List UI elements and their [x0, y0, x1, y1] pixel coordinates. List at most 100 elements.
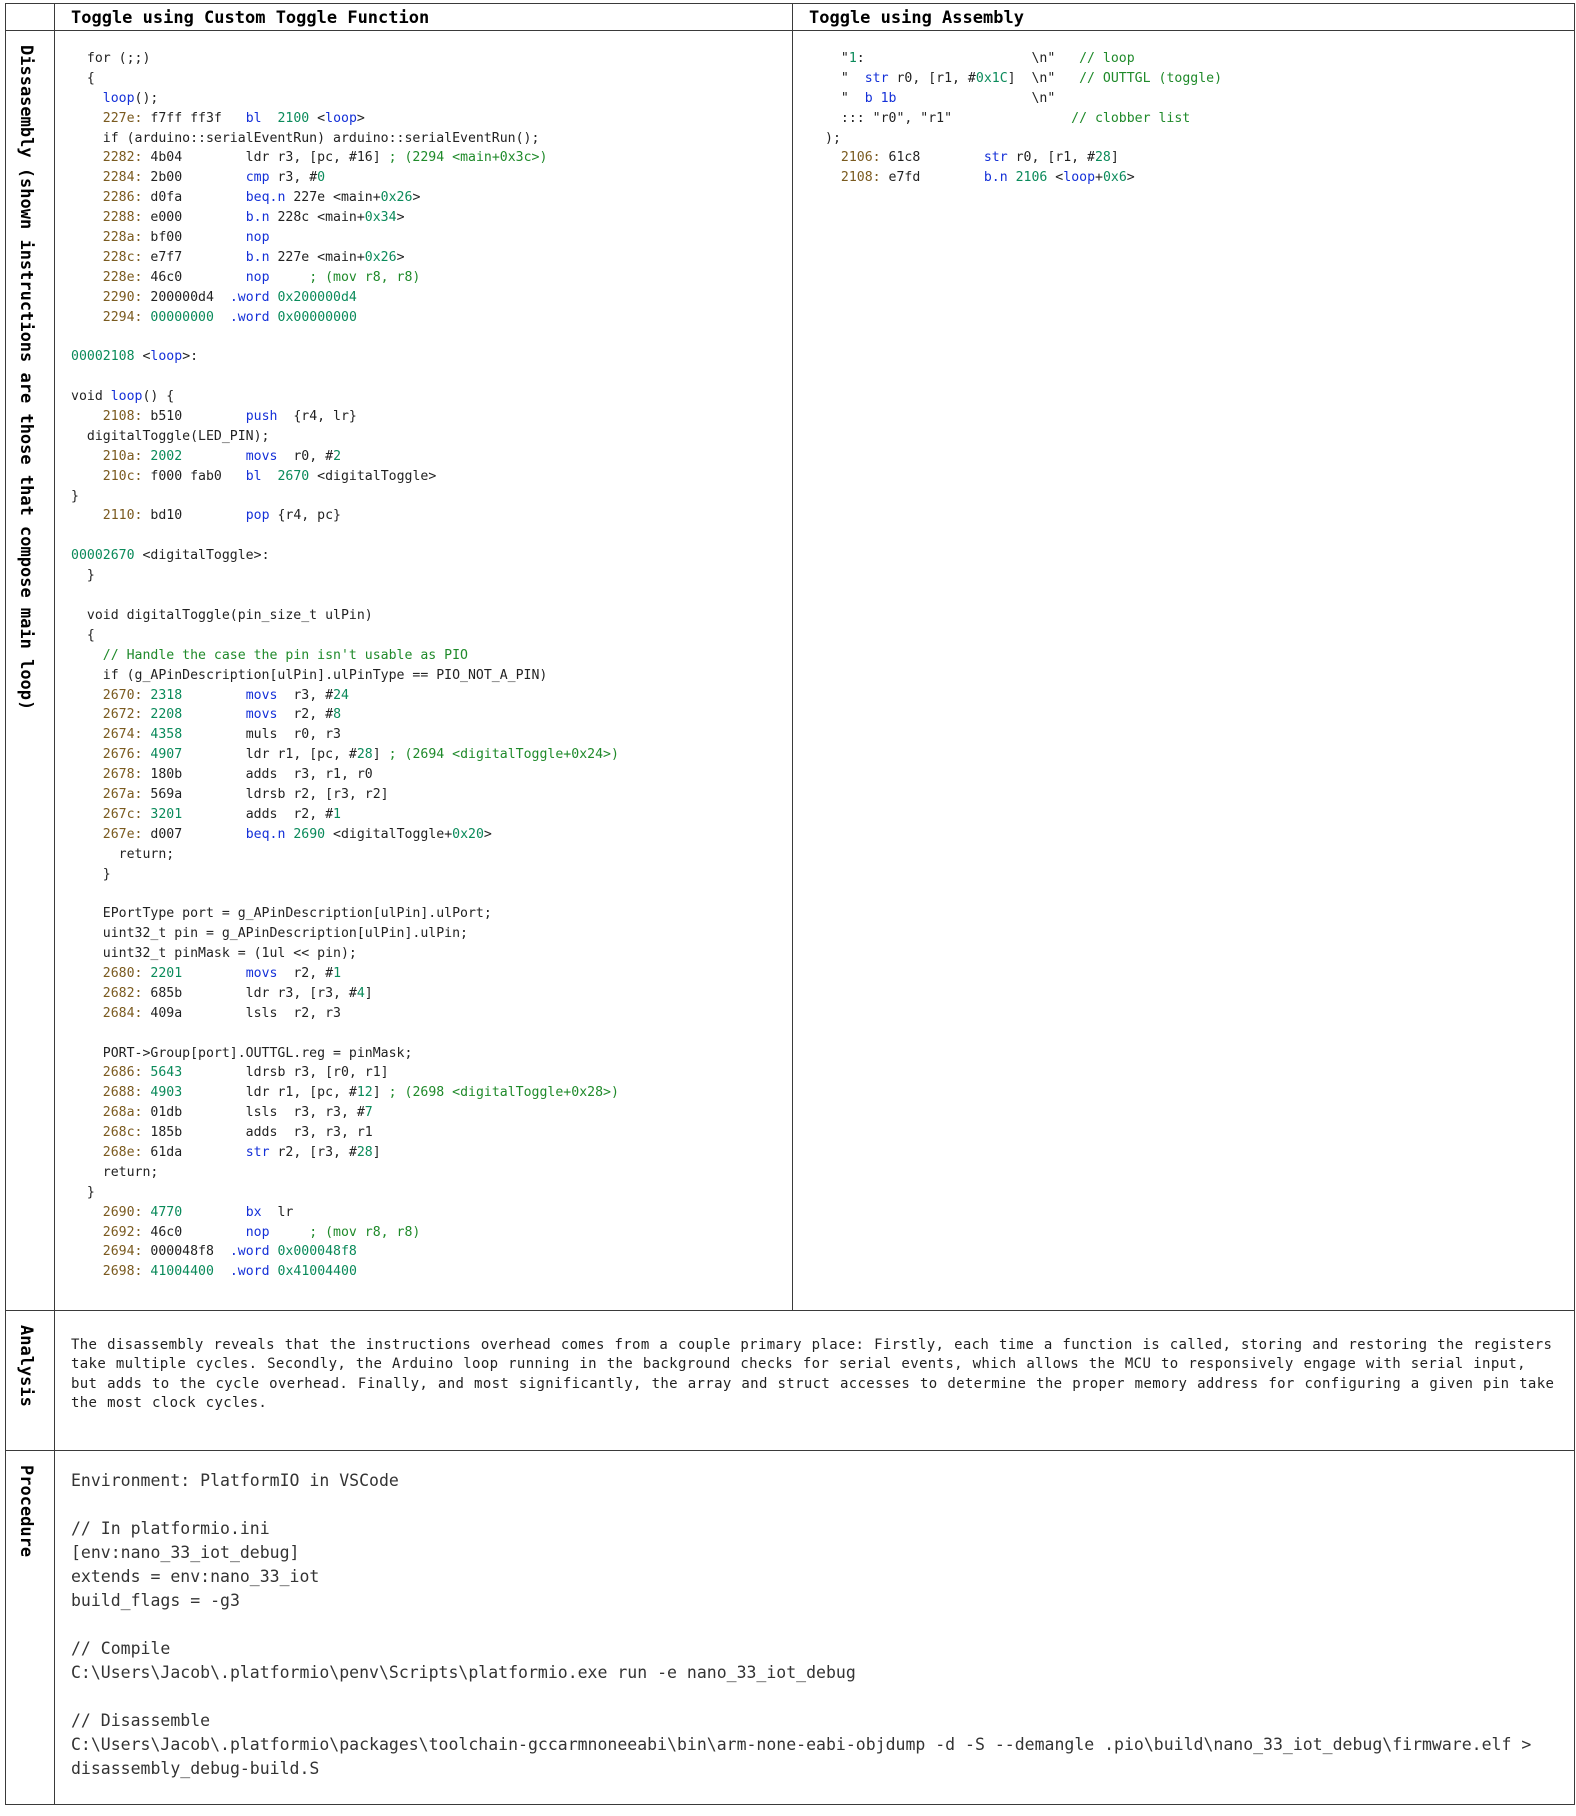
- code-token: nop: [245, 269, 270, 285]
- code-token: bf00: [142, 230, 246, 246]
- procedure-line: C:\Users\Jacob\.platformio\packages\tool…: [71, 1735, 1532, 1754]
- code-token: [71, 707, 103, 722]
- code-token: 2690: [293, 826, 326, 842]
- code-token: 2286:: [102, 190, 143, 206]
- code-token: 2294:: [102, 309, 143, 325]
- code-token: 2b00: [142, 170, 246, 186]
- code-token: [270, 310, 278, 325]
- code-token: [71, 409, 103, 424]
- code-line: 2288: e000 b.n 228c <main+0x34>: [71, 208, 792, 228]
- code-token: 4907: [150, 747, 183, 763]
- code-token: 2106:: [840, 150, 881, 166]
- code-token: }: [71, 568, 95, 584]
- code-token: 0x34: [364, 210, 397, 226]
- code-line: if (g_APinDescription[ulPin].ulPinType =…: [71, 666, 792, 686]
- code-token: 685b ldr r3, [r3, #: [142, 985, 357, 1001]
- code-line: 268e: 61da str r2, [r3, #28]: [71, 1143, 792, 1163]
- code-line: 2294: 00000000 .word 0x00000000: [71, 308, 792, 328]
- code-token: 3201: [150, 806, 183, 822]
- code-token: [71, 1205, 103, 1220]
- code-token: digitalToggle(LED_PIN);: [71, 428, 270, 444]
- code-token: 210a:: [102, 448, 143, 464]
- code-token: 7: [364, 1105, 373, 1121]
- code-line: 2106: 61c8 str r0, [r1, #28]: [825, 148, 1574, 168]
- code-token: [71, 290, 103, 305]
- code-line: 2692: 46c0 nop ; (mov r8, r8): [71, 1223, 792, 1243]
- code-token: f7ff ff3f: [142, 110, 246, 126]
- analysis-text: The disassembly reveals that the instruc…: [71, 1337, 1555, 1412]
- code-token: 2674:: [102, 727, 143, 743]
- code-token: }: [71, 488, 79, 504]
- code-line: 268c: 185b adds r3, r3, r1: [71, 1123, 792, 1143]
- code-token: [71, 1006, 103, 1021]
- code-token: 2698:: [102, 1264, 143, 1280]
- code-token: }: [71, 1184, 95, 1200]
- code-token: 00000000: [150, 309, 214, 325]
- code-token: ]: [372, 747, 389, 763]
- code-token: [71, 986, 103, 1001]
- code-token: 2290:: [102, 289, 143, 305]
- code-line: 267c: 3201 adds r2, #1: [71, 805, 792, 825]
- code-token: ]: [364, 985, 373, 1001]
- code-token: 2684:: [102, 1005, 143, 1021]
- code-token: 2108:: [840, 170, 881, 186]
- code-line: loop();: [71, 89, 792, 109]
- code-token: pop: [245, 508, 270, 524]
- code-line: "1: \n" // loop: [825, 49, 1574, 69]
- analysis-cell: The disassembly reveals that the instruc…: [54, 1310, 1575, 1451]
- code-token: 2100: [277, 110, 310, 126]
- code-token: [1008, 170, 1016, 185]
- code-token: void: [71, 389, 111, 405]
- code-token: >: [396, 249, 405, 265]
- code-line: 228e: 46c0 nop ; (mov r8, r8): [71, 268, 792, 288]
- code-token: movs: [245, 448, 278, 464]
- code-line: 2674: 4358 muls r0, r3: [71, 725, 792, 745]
- code-token: 409a lsls r2, r3: [142, 1005, 341, 1021]
- code-line: 2682: 685b ldr r3, [r3, #4]: [71, 984, 792, 1004]
- procedure-line: [71, 1613, 1574, 1637]
- code-line: 2686: 5643 ldrsb r3, [r0, r1]: [71, 1063, 792, 1083]
- code-token: 2670: [277, 468, 310, 484]
- procedure-line: // Disassemble: [71, 1711, 211, 1730]
- code-token: nop: [245, 1224, 270, 1240]
- custom-toggle-code-cell: for (;;) { loop(); 227e: f7ff ff3f bl 21…: [54, 30, 793, 1311]
- code-token: 2282:: [102, 150, 143, 166]
- custom-toggle-disassembly: for (;;) { loop(); 227e: f7ff ff3f bl 21…: [55, 31, 792, 1282]
- code-token: 000048f8: [142, 1244, 230, 1260]
- code-token: 5643: [150, 1065, 183, 1081]
- code-token: [71, 270, 103, 285]
- document-table: Toggle using Custom Toggle Function Togg…: [5, 3, 1575, 1811]
- code-token: >: [483, 826, 492, 842]
- procedure-line: [env:nano_33_iot_debug]: [71, 1543, 300, 1562]
- code-line: for (;;): [71, 49, 792, 69]
- code-token: 2201: [150, 965, 183, 981]
- code-token: beq.n: [245, 190, 286, 206]
- code-line: EPortType port = g_APinDescription[ulPin…: [71, 904, 792, 924]
- code-token: [71, 1225, 103, 1240]
- code-token: [182, 966, 246, 981]
- code-token: 2676:: [102, 747, 143, 763]
- code-token: 227e <main+: [285, 190, 381, 206]
- code-token: 227e:: [102, 110, 143, 126]
- code-token: 267a:: [102, 786, 143, 802]
- code-token: 1: [848, 51, 857, 66]
- corner-cell: [5, 3, 55, 31]
- code-line: 00002670 <digitalToggle>:: [71, 546, 792, 566]
- code-line: [71, 526, 792, 546]
- code-line: [71, 1024, 792, 1044]
- code-token: if (arduino::serialEventRun) arduino::se…: [71, 130, 540, 146]
- code-token: [71, 170, 103, 185]
- code-line: PORT->Group[port].OUTTGL.reg = pinMask;: [71, 1044, 792, 1064]
- code-token: str: [983, 150, 1008, 166]
- code-token: 0x26: [364, 249, 397, 265]
- code-token: r2, #: [277, 965, 334, 981]
- code-token: 185b adds r3, r3, r1: [142, 1125, 373, 1141]
- code-token: {r4, pc}: [269, 508, 341, 524]
- code-token: );: [825, 130, 841, 146]
- code-line: }: [71, 566, 792, 586]
- code-line: void loop() {: [71, 387, 792, 407]
- code-token: ]: [372, 1144, 381, 1160]
- code-token: 2686:: [102, 1065, 143, 1081]
- code-token: nop: [245, 230, 270, 246]
- code-token: ": [825, 90, 865, 106]
